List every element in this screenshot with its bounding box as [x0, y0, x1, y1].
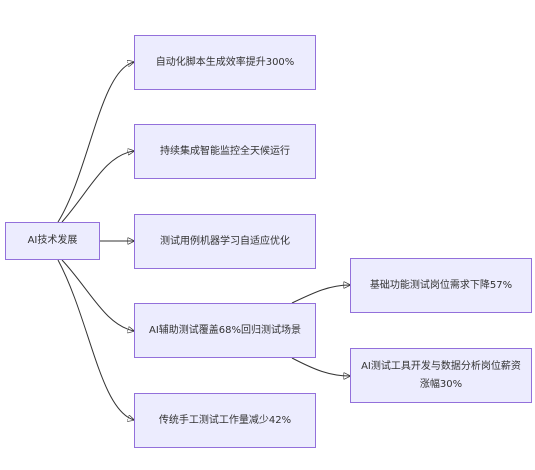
edge-root-manual — [57, 259, 134, 420]
edge-regression-basic-demand — [291, 285, 350, 304]
node-manual-workload-label: 传统手工测试工作量减少42% — [158, 414, 292, 426]
edge-root-regression — [61, 259, 134, 331]
edge-root-automation — [57, 62, 134, 223]
node-ai-tech-development-label: AI技术发展 — [27, 235, 78, 246]
node-adaptive-optimization: 测试用例机器学习自适应优化 — [134, 214, 316, 269]
node-regression-coverage-label: AI辅助测试覆盖68%回归测试场景 — [148, 324, 302, 336]
node-basic-test-demand: 基础功能测试岗位需求下降57% — [350, 258, 532, 313]
edge-root-monitoring — [61, 151, 134, 223]
node-manual-workload: 传统手工测试工作量减少42% — [134, 393, 316, 448]
node-automation-efficiency-label: 自动化脚本生成效率提升300% — [155, 56, 295, 68]
node-regression-coverage: AI辅助测试覆盖68%回归测试场景 — [134, 303, 316, 358]
node-basic-test-demand-label: 基础功能测试岗位需求下降57% — [369, 279, 513, 291]
node-adaptive-optimization-label: 测试用例机器学习自适应优化 — [160, 235, 290, 247]
node-ai-tool-salary-label: AI测试工具开发与数据分析岗位薪资涨幅30% — [361, 360, 521, 390]
node-ci-monitoring-label: 持续集成智能监控全天候运行 — [160, 145, 290, 157]
edge-regression-ai-tool-salary — [291, 357, 350, 376]
node-ai-tool-salary: AI测试工具开发与数据分析岗位薪资涨幅30% — [350, 348, 532, 403]
node-ai-tech-development: AI技术发展 — [5, 222, 100, 260]
node-automation-efficiency: 自动化脚本生成效率提升300% — [134, 35, 316, 90]
node-ci-monitoring: 持续集成智能监控全天候运行 — [134, 124, 316, 179]
